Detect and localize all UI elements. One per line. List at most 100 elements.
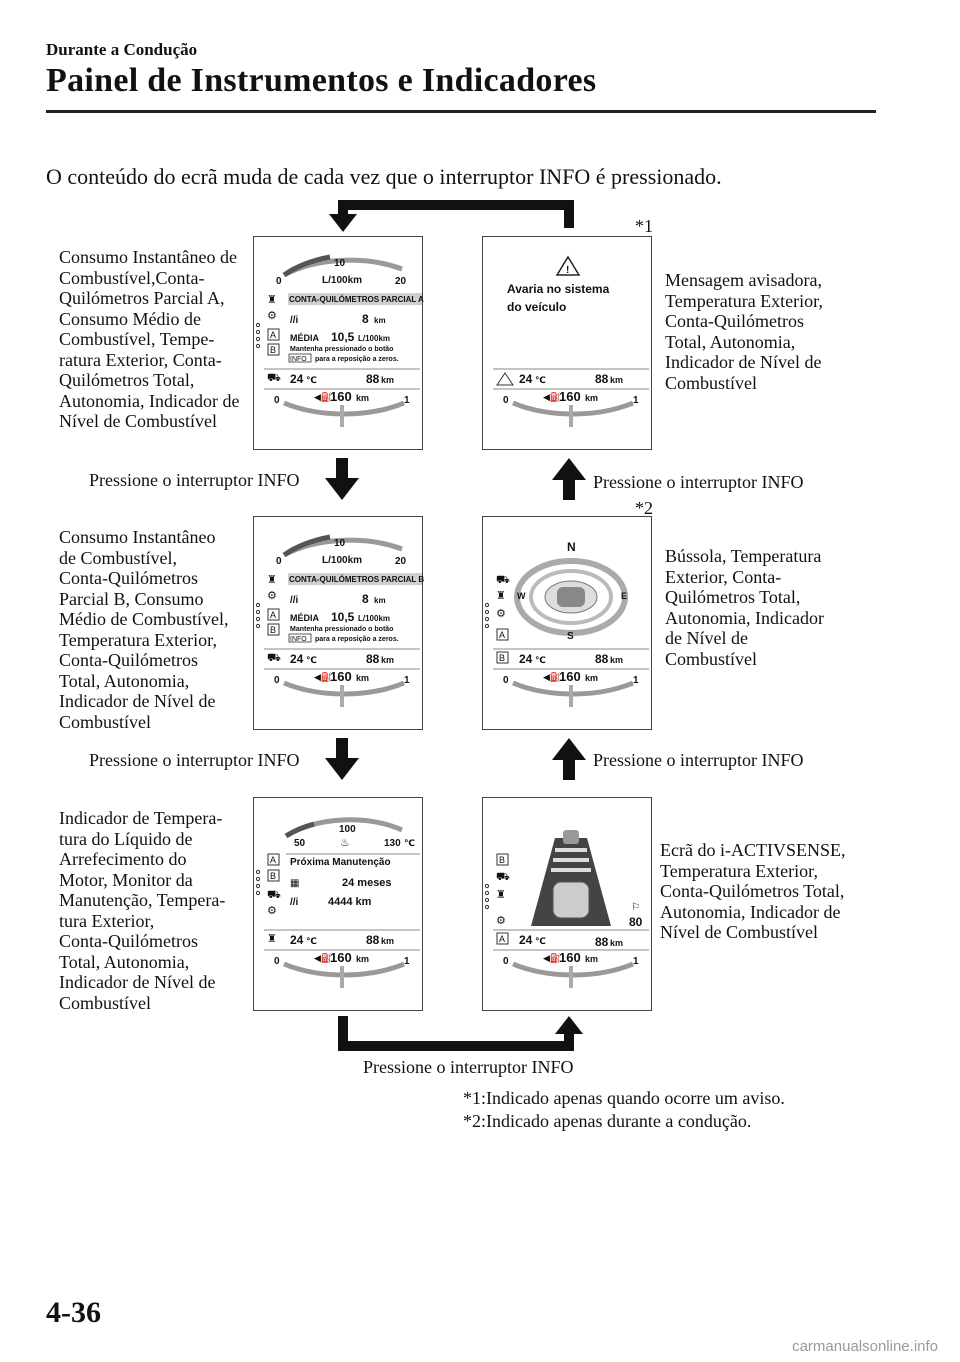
fuel-pump-icon: ◀⛽ [314, 391, 332, 402]
display-activsense: B ⛟ ♜ ⚙ ⚐ 80 A 24 ℃ 88 km 0 1 ◀⛽ 160 km [482, 797, 652, 1011]
top-loop-arrow [338, 200, 574, 228]
fuel-1: 1 [404, 956, 410, 967]
fuel-0: 0 [274, 675, 280, 686]
svg-text:!: ! [566, 265, 569, 276]
display-maintenance: 50 100 130 ℃ ♨ A B Próxima Manutenção ▦ … [253, 797, 423, 1011]
info-key: INFO [290, 356, 307, 363]
compass-n: N [567, 540, 576, 554]
coolant-50: 50 [294, 838, 306, 849]
trip-value: 8 [362, 592, 369, 606]
consumption-unit: L/100km [322, 555, 362, 566]
engine-icon: ⚙ [496, 608, 506, 620]
press-label-1: Pressione o interruptor INFO [89, 470, 300, 490]
down-arrow-2-shaft [336, 738, 348, 760]
range-unit: km [381, 655, 394, 665]
desc-screen-1: Consumo Instantâneo de Combustível,Conta… [59, 247, 240, 431]
car-icon: ⛟ [496, 574, 510, 586]
footnote-1: *1:Indicado apenas quando ocorre um avis… [463, 1088, 785, 1108]
range-value: 88 [595, 935, 609, 949]
odometer: 160 [559, 389, 581, 404]
temp-unit: ℃ [306, 936, 317, 946]
temp-unit: ℃ [535, 936, 546, 946]
media-unit: L/100km [358, 614, 390, 623]
title-rule [46, 110, 876, 113]
fuel-1: 1 [633, 675, 639, 686]
fuel-pump-icon: ◀⛽ [314, 952, 332, 963]
gauge-0: 0 [276, 556, 282, 567]
box-a: A [270, 610, 276, 620]
own-car-icon [552, 881, 590, 919]
gauge-20: 20 [395, 556, 407, 567]
box-b: B [270, 871, 276, 881]
up-arrow-2-head [552, 738, 586, 760]
engine-icon: ⚙ [267, 310, 277, 322]
range-value: 88 [366, 372, 380, 386]
fuel-0: 0 [503, 395, 509, 406]
fuel-1: 1 [404, 675, 410, 686]
range-unit: km [610, 655, 623, 665]
sign-icon: ⚐ [631, 902, 640, 913]
coolant-icon: ♨ [340, 837, 350, 849]
display-compass: N S E W ⛟ ♜ ⚙ A B 24 ℃ 88 km 0 1 ◀⛽ 160 … [482, 516, 652, 730]
odo-unit: km [585, 393, 598, 403]
media-label: MÉDIA [290, 333, 320, 343]
fuel-pump-icon: ◀⛽ [543, 952, 561, 963]
lock-icon: ♜ [267, 294, 277, 306]
temperature: 24 [519, 933, 533, 947]
temperature: 24 [290, 372, 304, 386]
hold-line-1: Mantenha pressionado o botão [290, 626, 393, 633]
engine-icon: ⚙ [496, 915, 506, 927]
footnote-2: *2:Indicado apenas durante a condução. [463, 1111, 752, 1131]
intro-text: O conteúdo do ecrã muda de cada vez que … [46, 164, 722, 189]
warning-triangle-icon [555, 255, 581, 276]
car-top-icon [557, 587, 585, 607]
car-icon: ⛟ [267, 889, 281, 901]
trip-icon: //i [290, 595, 299, 606]
fuel-1: 1 [633, 956, 639, 967]
display-trip-b: 0 10 20 L/100km CONTA-QUILÓMETROS PARCIA… [253, 516, 424, 730]
trip-unit: km [374, 596, 386, 605]
range-value: 88 [595, 372, 609, 386]
engine-icon: ⚙ [267, 590, 277, 602]
warning-line-1: Avaria no sistema [507, 282, 610, 296]
compass-w: W [517, 591, 526, 601]
bottom-loop-arrow [338, 1016, 574, 1051]
small-warning-icon [496, 372, 514, 386]
fuel-0: 0 [274, 395, 280, 406]
trip-unit: km [374, 316, 386, 325]
up-arrow-2-shaft [563, 758, 575, 780]
box-b: B [499, 653, 505, 663]
odometer: 160 [330, 669, 352, 684]
fuel-0: 0 [503, 956, 509, 967]
trip-header: CONTA-QUILÓMETROS PARCIAL B [289, 575, 424, 584]
desc-screen-2: Consumo Instantâneo de Combustível, Cont… [59, 527, 229, 732]
temperature: 24 [290, 652, 304, 666]
coolant-130: 130 [384, 838, 401, 849]
car-icon: ⛟ [496, 871, 510, 883]
lead-car-icon [563, 830, 579, 844]
top-loop-arrowhead [329, 214, 357, 232]
desc-warning: Mensagem avisadora, Temperatura Exterior… [665, 270, 823, 393]
engine-icon: ⚙ [267, 905, 277, 917]
range-value: 88 [366, 933, 380, 947]
down-arrow-1-shaft [336, 458, 348, 480]
box-b: B [270, 625, 276, 635]
odo-unit: km [585, 673, 598, 683]
range-value: 88 [366, 652, 380, 666]
range-unit: km [610, 938, 623, 948]
gauge-20: 20 [395, 276, 407, 287]
activsense-speed: 80 [629, 915, 643, 929]
temperature: 24 [290, 933, 304, 947]
box-a: A [499, 934, 505, 944]
lock-icon: ♜ [496, 590, 506, 602]
press-label-4: Pressione o interruptor INFO [593, 750, 804, 770]
car-icon: ⛟ [267, 372, 281, 384]
trip-value: 8 [362, 312, 369, 326]
range-unit: km [381, 936, 394, 946]
temp-unit: ℃ [535, 655, 546, 665]
asterisk-2: *2 [635, 498, 653, 518]
desc-screen-3: Indicador de Tempera- tura do Líquido de… [59, 808, 226, 1013]
asterisk-1: *1 [635, 216, 653, 236]
fuel-0: 0 [274, 956, 280, 967]
box-a: A [270, 855, 276, 865]
